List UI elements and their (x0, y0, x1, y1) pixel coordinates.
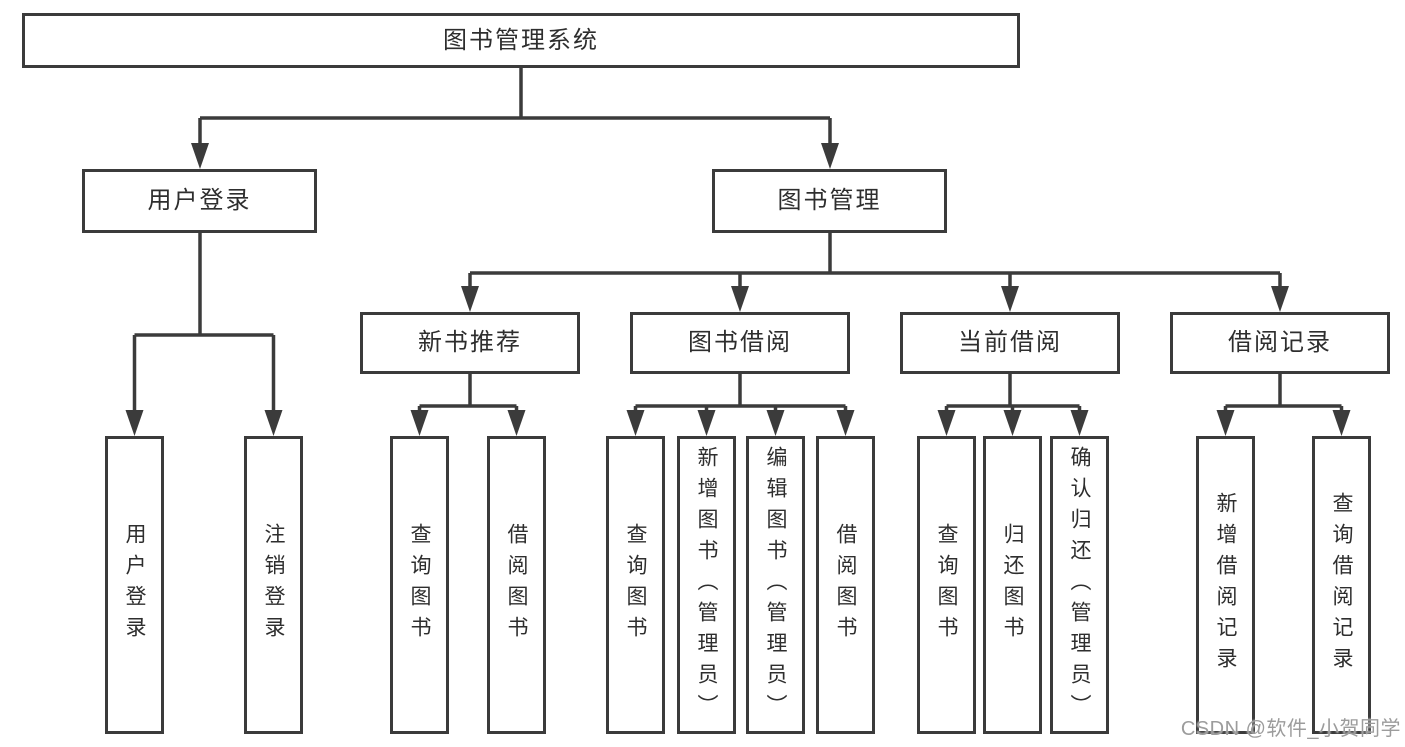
leaf-logout: 注销登录 (244, 436, 303, 734)
leaf-label: 借阅图书 (834, 523, 857, 647)
leaf-records-query-record: 查询借阅记录 (1312, 436, 1371, 734)
node-user-login: 用户登录 (82, 169, 317, 233)
leaf-current-query-books: 查询图书 (917, 436, 976, 734)
leaf-label: 归还图书 (1001, 523, 1024, 647)
leaf-label: 查询图书 (408, 523, 431, 647)
node-label: 新书推荐 (418, 329, 522, 356)
leaf-borrowing-edit-books-admin: 编辑图书（管理员） (746, 436, 805, 734)
leaf-label: 注销登录 (262, 523, 285, 647)
leaf-label: 查询图书 (935, 523, 958, 647)
leaf-label: 查询图书 (624, 523, 647, 647)
leaf-label: 用户登录 (123, 523, 146, 647)
leaf-borrowing-query-books: 查询图书 (606, 436, 665, 734)
node-label: 当前借阅 (958, 329, 1062, 356)
node-book-management: 图书管理 (712, 169, 947, 233)
leaf-label: 编辑图书（管理员） (764, 445, 787, 725)
csdn-watermark: CSDN @软件_小贺同学 (1180, 718, 1401, 740)
leaf-newbook-query-books: 查询图书 (390, 436, 449, 734)
node-label: 图书管理系统 (443, 26, 599, 54)
leaf-newbook-borrow-books: 借阅图书 (487, 436, 546, 734)
leaf-user-login: 用户登录 (105, 436, 164, 734)
leaf-label: 查询借阅记录 (1330, 492, 1353, 678)
leaf-label: 确认归还（管理员） (1068, 445, 1091, 725)
node-new-book-recommendation: 新书推荐 (360, 312, 580, 374)
node-label: 图书借阅 (688, 329, 792, 356)
node-library-management-system: 图书管理系统 (22, 13, 1020, 68)
node-label: 借阅记录 (1228, 329, 1332, 356)
leaf-current-return-books: 归还图书 (983, 436, 1042, 734)
node-label: 图书管理 (777, 187, 882, 214)
node-book-borrowing: 图书借阅 (630, 312, 850, 374)
leaf-label: 借阅图书 (505, 523, 528, 647)
leaf-label: 新增借阅记录 (1214, 492, 1237, 678)
node-current-borrowing: 当前借阅 (900, 312, 1120, 374)
node-borrowing-records: 借阅记录 (1170, 312, 1390, 374)
leaf-borrowing-borrow-books: 借阅图书 (816, 436, 875, 734)
leaf-label: 新增图书（管理员） (695, 445, 718, 725)
node-label: 用户登录 (147, 187, 252, 214)
leaf-records-add-record: 新增借阅记录 (1196, 436, 1255, 734)
leaf-current-confirm-return-admin: 确认归还（管理员） (1050, 436, 1109, 734)
leaf-borrowing-add-books-admin: 新增图书（管理员） (677, 436, 736, 734)
